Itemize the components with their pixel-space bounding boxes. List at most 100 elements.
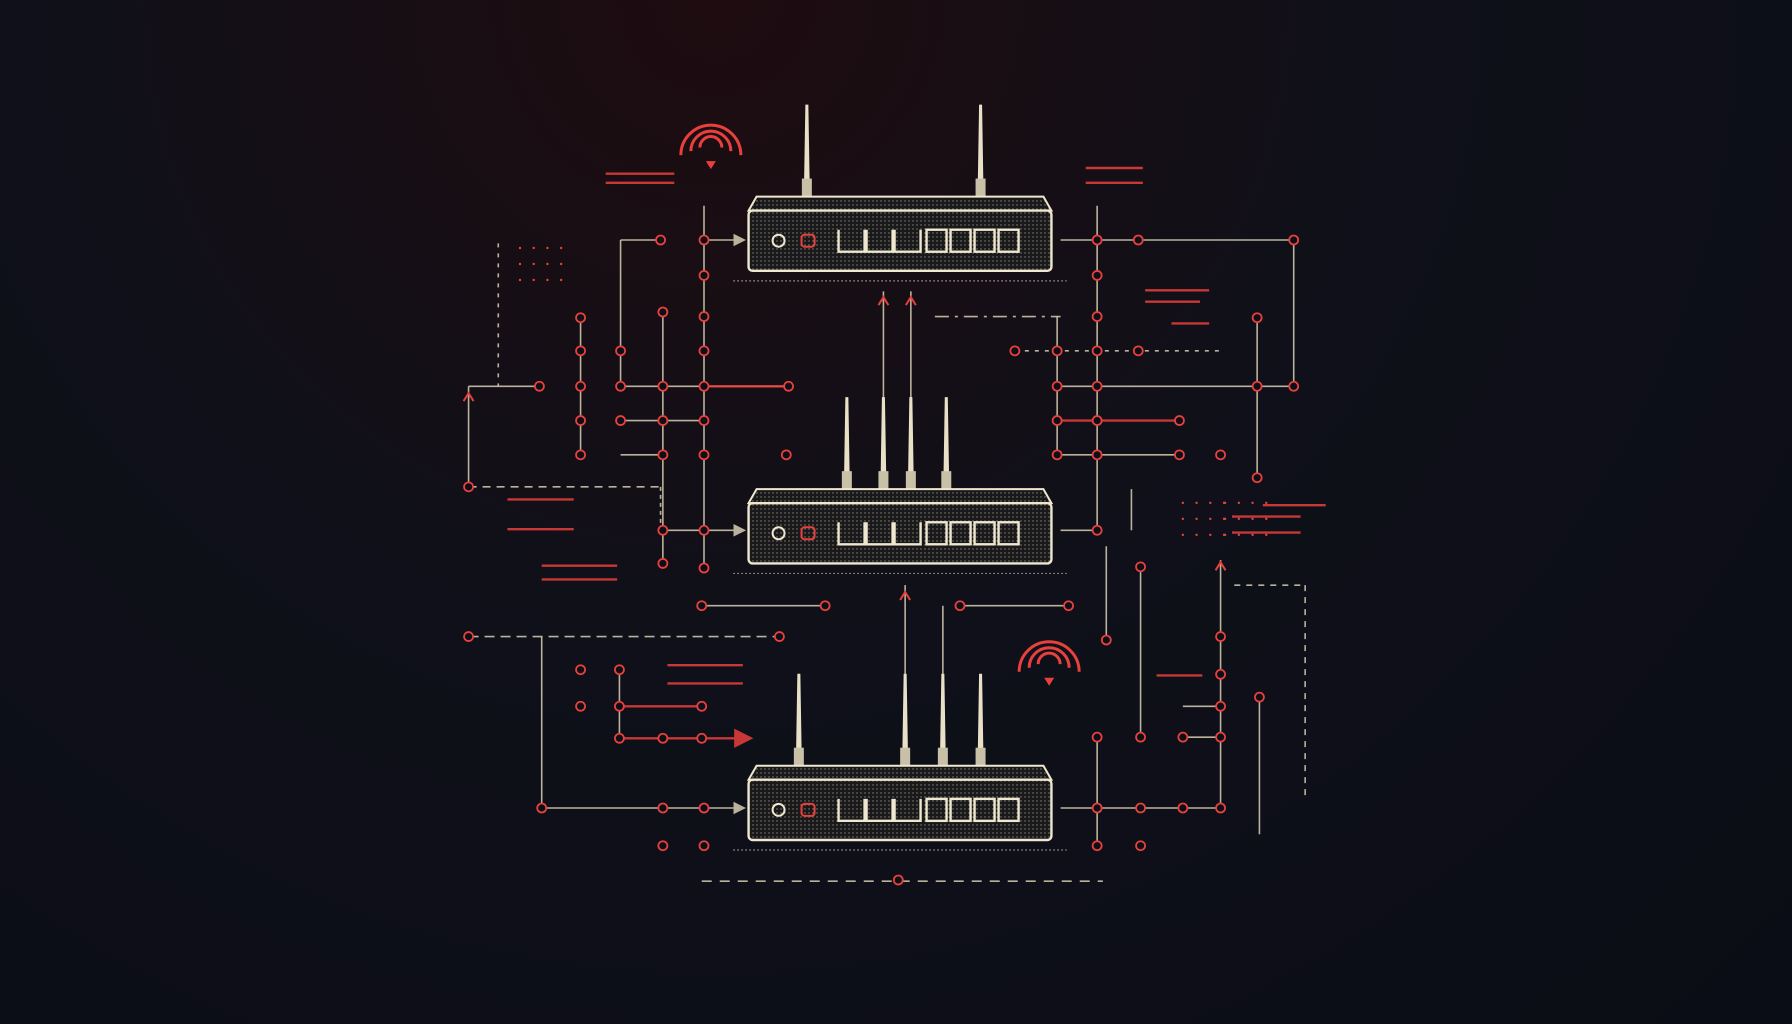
node-circle [657, 558, 669, 569]
dot [532, 246, 535, 250]
node-circle [1091, 415, 1103, 426]
status-led [800, 233, 816, 248]
node-circle [1215, 631, 1226, 642]
ethernet-port [837, 522, 866, 546]
node-circle [614, 732, 625, 744]
ethernet-port [997, 797, 1020, 823]
arrow-head [905, 295, 917, 306]
node-circle [1091, 311, 1103, 322]
node-circle [1135, 802, 1146, 814]
node-circle [575, 380, 586, 392]
arrow-head [1214, 560, 1227, 571]
node-circle [657, 415, 669, 426]
wifi-dot [705, 161, 716, 170]
router-body [747, 501, 1053, 565]
node-circle [1215, 668, 1226, 680]
node-circle [698, 802, 710, 814]
node-circle [698, 449, 710, 461]
node-circle [1174, 415, 1185, 426]
dot [1181, 533, 1185, 537]
node-circle [698, 562, 710, 574]
power-led [771, 802, 786, 817]
node-circle [1251, 380, 1263, 392]
node-circle [1135, 840, 1146, 852]
wifi-arc [698, 135, 724, 148]
ethernet-port [925, 228, 948, 253]
ethernet-port [973, 521, 996, 546]
arrow-head [462, 391, 475, 402]
node-circle [1051, 380, 1063, 392]
node-circle [575, 700, 586, 712]
node-circle [698, 524, 710, 536]
routers [733, 104, 1067, 851]
node-circle [1135, 561, 1146, 573]
node-circle [534, 380, 545, 392]
node-circle [1215, 449, 1226, 461]
antenna [939, 673, 946, 766]
node-circle [575, 345, 586, 357]
wifi-arc [679, 123, 743, 156]
router-middle [733, 397, 1067, 575]
node-circle [1063, 600, 1074, 612]
node-circle [1177, 802, 1189, 814]
antenna-base [937, 747, 948, 766]
antenna [977, 104, 984, 197]
antenna-base [905, 471, 916, 490]
node-circle [657, 449, 669, 461]
wifi-icons [679, 123, 1081, 686]
node-circle [614, 700, 625, 712]
router-top-panel [746, 195, 1054, 212]
node-circle [1091, 345, 1103, 357]
router-top [733, 104, 1067, 282]
router-body [747, 209, 1053, 273]
node-circle [1051, 345, 1063, 357]
dot [1237, 501, 1241, 505]
node-circle [657, 306, 669, 318]
dot [1195, 533, 1198, 537]
node-circle [696, 700, 708, 712]
node-circle [1288, 380, 1300, 392]
node-circle [657, 802, 669, 814]
dot [518, 262, 522, 266]
dot [546, 278, 549, 282]
dot [1195, 501, 1198, 505]
node-circle [1091, 449, 1103, 461]
node-circle [698, 345, 710, 357]
node-circle [1215, 700, 1226, 712]
ethernet-port [865, 798, 894, 823]
dot [1209, 517, 1212, 521]
ethernet-port [837, 229, 866, 253]
node-circle [696, 600, 708, 612]
arrow-head [899, 590, 911, 601]
dot [1181, 501, 1185, 505]
dot [1251, 533, 1254, 537]
node-circle [1091, 234, 1103, 246]
node-circle [657, 732, 669, 744]
router-bottom [733, 673, 1067, 851]
ethernet-port [997, 228, 1020, 253]
node-circle [575, 415, 586, 426]
antenna [943, 397, 950, 490]
antenna-base [841, 471, 852, 490]
node-circle [575, 664, 586, 676]
ethernet-port [949, 228, 972, 253]
antenna-base [793, 747, 804, 766]
dot [1237, 517, 1241, 521]
node-circle [1132, 345, 1144, 357]
node-circle [575, 449, 586, 461]
wifi-arc [1017, 640, 1081, 672]
node-circle [655, 234, 666, 246]
dot [532, 262, 535, 266]
node-circle [892, 874, 904, 886]
node-circle [1254, 691, 1265, 703]
ethernet-port [893, 522, 922, 546]
dot [1181, 517, 1185, 521]
antenna-base [975, 178, 986, 197]
ethernet-port [997, 521, 1020, 546]
dot [1195, 517, 1198, 521]
node-circle [575, 312, 586, 324]
antenna [907, 397, 914, 490]
ethernet-port [973, 228, 996, 253]
node-circle [1100, 634, 1112, 646]
ethernet-port [865, 522, 894, 546]
